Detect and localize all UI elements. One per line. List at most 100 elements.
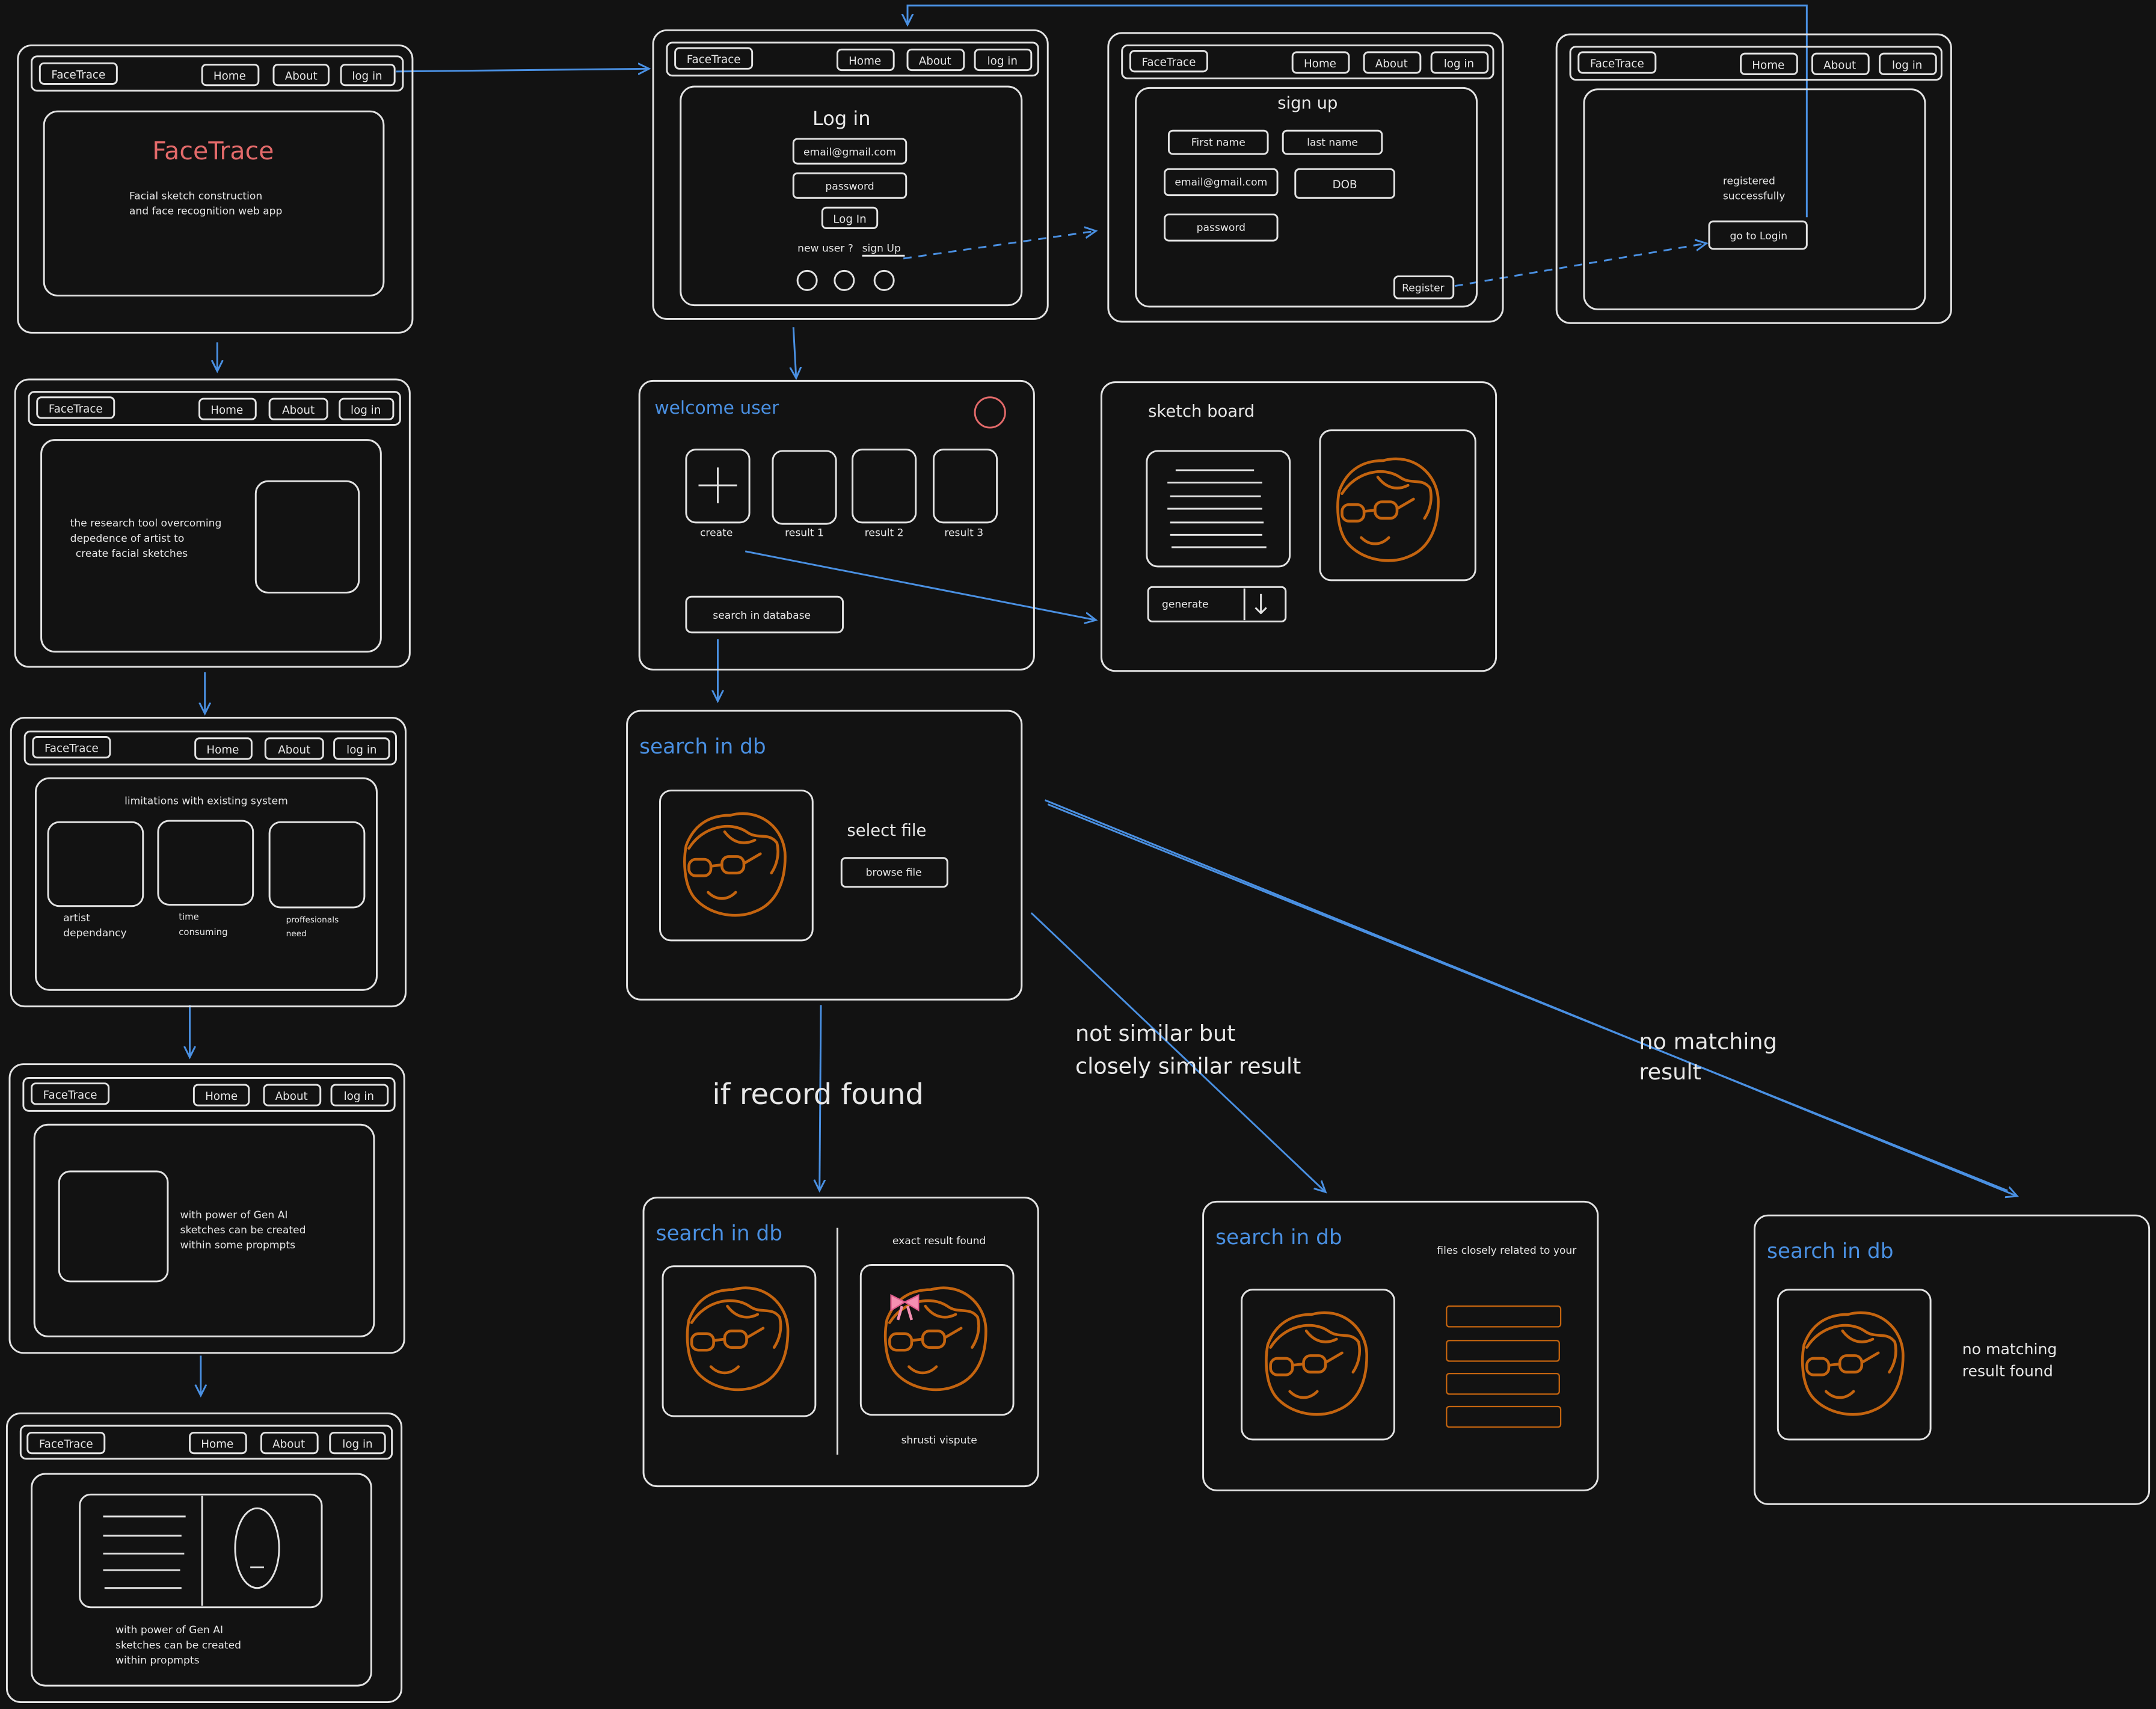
nav-home-label: Home [210,404,243,417]
nav-brand[interactable]: FaceTrace [1142,57,1196,69]
password-field[interactable] [1164,213,1279,242]
nav-login-label: log in [344,1090,374,1103]
generate-button[interactable] [1147,586,1287,622]
social-login-icon[interactable] [834,269,855,291]
genai1-text-1: with power of Gen AI [180,1209,288,1221]
nav-brand-box[interactable] [26,1431,106,1455]
first-name-field[interactable] [1167,129,1269,155]
nav-brand-box[interactable] [1129,50,1208,73]
nav-brand[interactable]: FaceTrace [1590,58,1644,70]
last-name-field[interactable] [1282,129,1383,155]
image-placeholder [254,480,360,594]
nav-login-button[interactable] [1879,52,1937,75]
nav-about-button[interactable] [264,737,324,760]
new-user-text: new user ? [797,242,853,254]
similar-result-item[interactable] [1446,1372,1560,1395]
dob-field[interactable] [1294,168,1395,199]
nav-login-button[interactable] [340,63,396,87]
similar-label-1: not similar but [1075,1020,1236,1046]
social-login-icon[interactable] [796,269,818,291]
search-database-button[interactable] [685,595,844,634]
limitation-1-line1: artist [63,912,90,924]
go-to-login-label: go to Login [1730,230,1787,242]
nav-login-label: log in [346,744,376,756]
login-button-label: Log In [833,213,866,226]
nav-home-button[interactable] [198,397,257,420]
nav-brand[interactable]: FaceTrace [43,1089,97,1102]
nav-about-label: About [919,55,951,67]
generated-sketch-box [1319,429,1476,581]
nav-brand[interactable]: FaceTrace [49,403,103,416]
social-login-icon[interactable] [873,269,895,291]
nav-home-button[interactable] [189,1431,247,1455]
nav-login-button[interactable] [339,397,395,420]
nav-home-button[interactable] [194,737,253,760]
limitation-2-line1: time [179,912,199,922]
nav-about-button[interactable] [1811,52,1870,75]
nav-brand[interactable]: FaceTrace [39,1438,93,1451]
nav-brand-box[interactable] [32,736,111,759]
research-text-3: create facial sketches [76,548,188,560]
select-file-label: select file [847,821,926,840]
nav-about-button[interactable] [906,48,965,72]
browse-file-button[interactable] [840,857,948,888]
signup-link[interactable]: sign Up [862,242,901,254]
similar-result-item[interactable] [1446,1340,1560,1362]
password-field[interactable] [792,172,908,199]
nav-login-button[interactable] [329,1431,386,1455]
go-to-login-button[interactable] [1708,220,1808,250]
login-button[interactable] [821,206,879,230]
nav-about-button[interactable] [268,397,328,420]
nav-login-button[interactable] [333,737,390,760]
nav-login-button[interactable] [1430,51,1489,74]
nav-about-button[interactable] [263,1084,322,1106]
email-field[interactable] [1164,168,1279,197]
nav-home-button[interactable] [1740,52,1798,75]
profile-avatar-icon[interactable] [974,396,1006,429]
limitation-card-3 [268,821,366,909]
similar-result-item[interactable] [1446,1405,1562,1428]
landing-frame: FaceTrace Home About log in FaceTrace Fa… [17,44,414,334]
nav-about-button[interactable] [272,63,330,87]
result-card-3[interactable] [932,449,998,524]
face-sketch-icon [1267,1313,1367,1414]
prompt-box[interactable] [1146,450,1291,568]
face-sketch-icon [1338,459,1438,560]
nav-about-button[interactable] [1363,51,1422,74]
result-found-frame: search in db exact result found shrusti … [642,1196,1039,1488]
genai2-text-2: sketches can be created [115,1639,241,1651]
register-button[interactable] [1393,275,1455,299]
nav-brand-box[interactable] [1577,51,1657,74]
nav-home-button[interactable] [1291,51,1350,74]
nav-login-button[interactable] [974,48,1033,72]
signup-frame: FaceTrace Home About log in sign up Firs… [1107,32,1504,323]
nav-home-button[interactable] [201,63,260,87]
face-sketch-icon [684,814,785,915]
result-card-1[interactable] [772,450,837,525]
nav-login-label: log in [1892,59,1922,72]
result-2-label: result 2 [865,527,904,539]
result-1-label: result 1 [785,527,824,539]
arrow-down-icon[interactable] [1255,594,1267,615]
nav-brand-box[interactable] [38,62,118,85]
nav-brand-box[interactable] [36,396,115,419]
nav-home-label: Home [206,744,239,756]
result-card-2[interactable] [852,449,917,524]
face-sketch-icon [687,1288,788,1390]
nav-home-button[interactable] [192,1084,250,1106]
signup-heading: sign up [1277,94,1338,113]
create-card[interactable] [685,449,751,524]
success-text-1: registered [1723,175,1775,187]
nav-login-button[interactable] [330,1084,389,1106]
nav-about-button[interactable] [260,1431,319,1455]
nav-home-button[interactable] [836,48,895,72]
nav-brand[interactable]: FaceTrace [51,69,105,81]
similar-result-item[interactable] [1446,1305,1562,1328]
nav-brand[interactable]: FaceTrace [687,54,741,66]
nav-brand-box[interactable] [31,1082,110,1105]
email-field[interactable] [792,138,908,165]
query-image-box [1241,1289,1395,1441]
nav-brand-box[interactable] [674,47,754,70]
nav-brand[interactable]: FaceTrace [45,743,99,755]
